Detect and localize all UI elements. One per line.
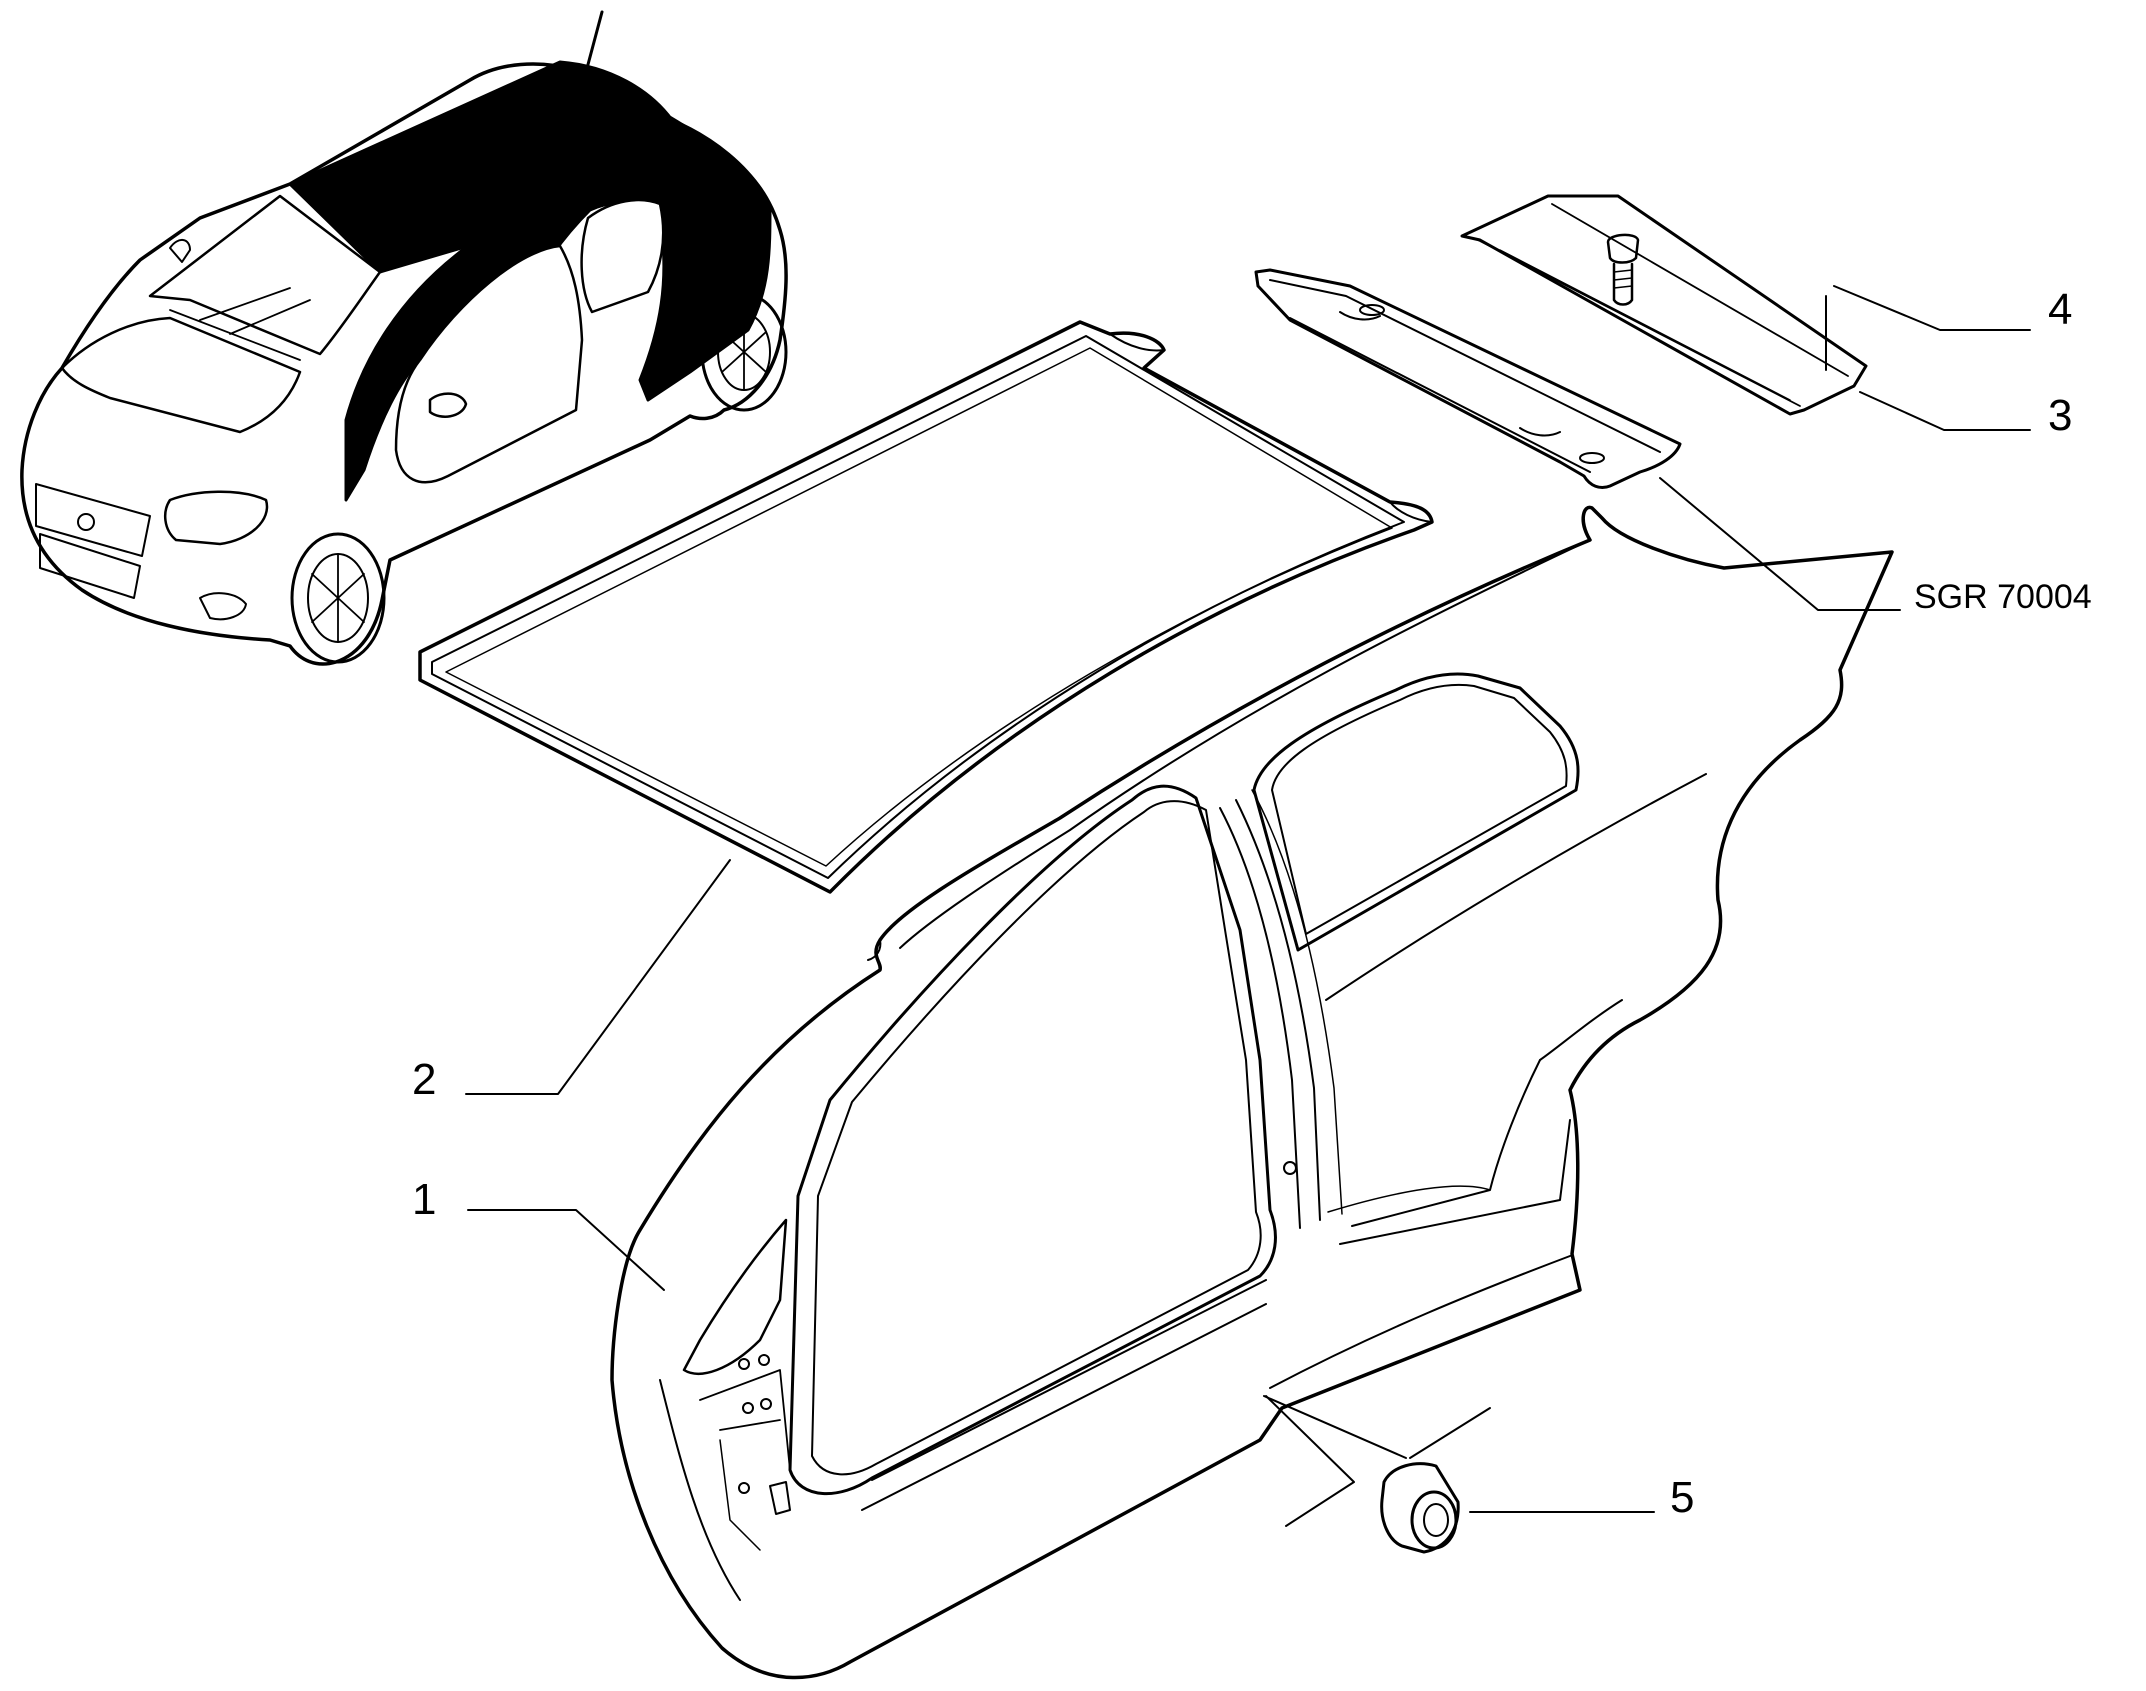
callout-label-4: 4 bbox=[2048, 285, 2073, 334]
bolt bbox=[1606, 233, 1640, 306]
rear-roof-crossmember bbox=[1460, 194, 1868, 416]
callout-label-2: 2 bbox=[412, 1055, 437, 1104]
callout-label-1: 1 bbox=[412, 1175, 437, 1224]
car-thumbnail-illustration bbox=[20, 10, 788, 666]
callout-label-5: 5 bbox=[1670, 1473, 1695, 1522]
grommet-plug bbox=[1380, 1462, 1460, 1554]
side-panel bbox=[610, 505, 1894, 1680]
reference-code-label: SGR 70004 bbox=[1914, 578, 2092, 616]
callout-label-3: 3 bbox=[2048, 391, 2073, 440]
leader-lines bbox=[465, 285, 2031, 1527]
roof-crossmember bbox=[1254, 268, 1682, 490]
roof-panel bbox=[418, 320, 1434, 894]
